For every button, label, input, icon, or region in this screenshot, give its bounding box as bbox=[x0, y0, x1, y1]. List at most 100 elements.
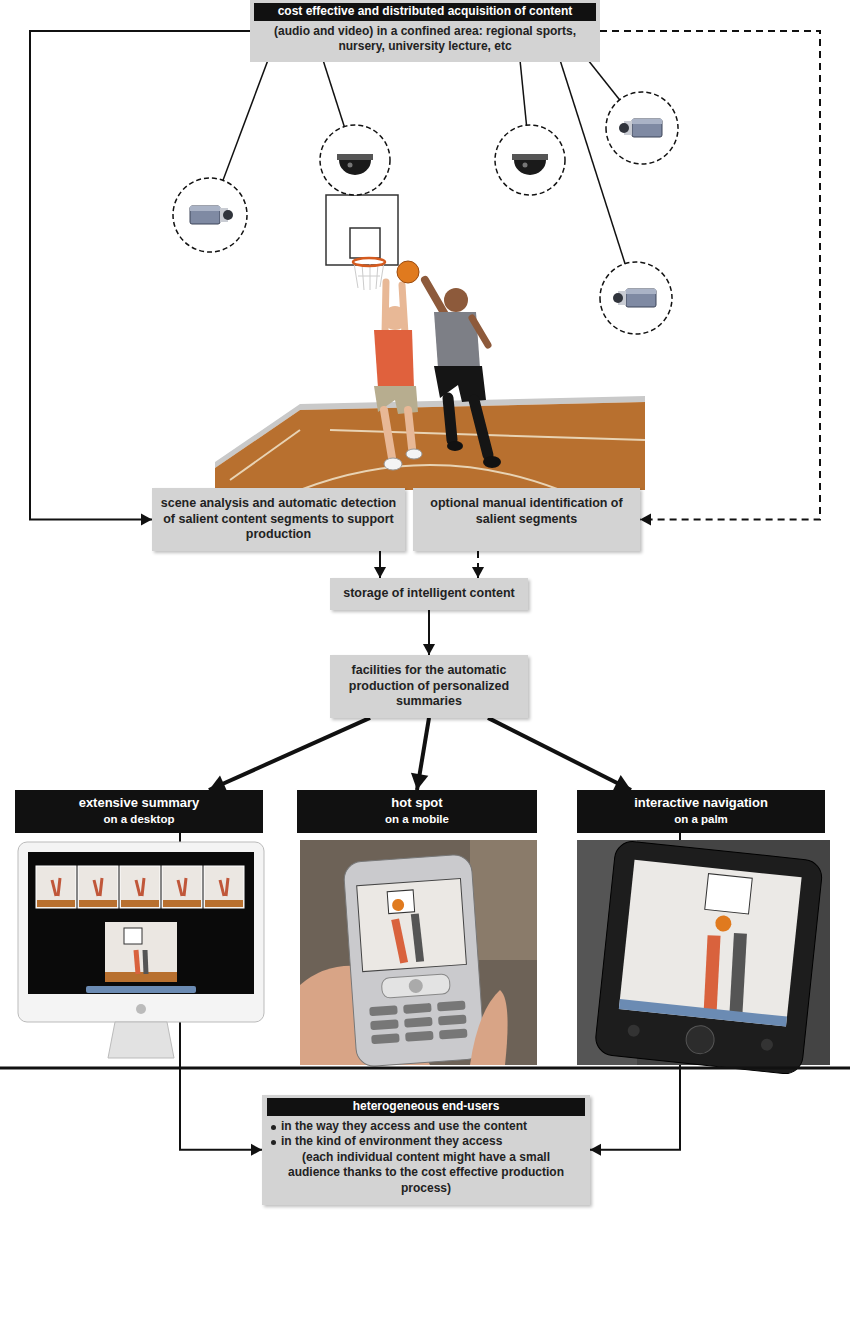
basketball-court bbox=[215, 402, 645, 490]
palm-picture bbox=[705, 874, 753, 914]
mobile-picture bbox=[387, 890, 414, 914]
camera-icon bbox=[626, 289, 656, 294]
camera-icon bbox=[223, 210, 233, 220]
palm-picture bbox=[594, 840, 823, 1076]
connector-arrow bbox=[488, 718, 631, 791]
player-figure bbox=[472, 318, 488, 345]
palm-picture bbox=[732, 933, 745, 1015]
camera-icon bbox=[606, 92, 678, 164]
player-figure bbox=[383, 306, 407, 330]
process-box: scene analysis and automatic detection o… bbox=[152, 488, 405, 551]
output-band: interactive navigationon a palm bbox=[577, 790, 825, 833]
band-subtitle: on a desktop bbox=[19, 812, 259, 827]
process-box: facilities for the automatic production … bbox=[330, 655, 528, 718]
process-box: storage of intelligent content bbox=[330, 578, 528, 610]
mobile-picture bbox=[470, 990, 508, 1065]
camera-icon bbox=[600, 262, 672, 334]
mobile-picture bbox=[371, 1033, 400, 1044]
box-note: (each individual content might have a sm… bbox=[267, 1150, 585, 1197]
mobile-picture bbox=[357, 879, 467, 972]
box-heading: heterogeneous end-users bbox=[267, 1098, 585, 1116]
mobile-picture bbox=[300, 840, 537, 1067]
band-title: hot spot bbox=[301, 795, 533, 812]
palm-picture bbox=[619, 999, 787, 1027]
camera-icon bbox=[600, 262, 672, 334]
camera-icon bbox=[606, 92, 678, 164]
camera-icon bbox=[495, 125, 565, 195]
connector-arrow bbox=[374, 551, 386, 578]
divider-line bbox=[0, 1067, 850, 1070]
mobile-picture bbox=[403, 1003, 432, 1014]
connector-arrow bbox=[472, 551, 484, 578]
desktop-picture bbox=[18, 842, 264, 1022]
mobile-picture bbox=[392, 899, 405, 912]
camera-icon bbox=[512, 154, 548, 160]
desktop-picture bbox=[124, 928, 142, 944]
desktop-picture bbox=[37, 900, 243, 907]
mobile-picture bbox=[439, 1028, 468, 1039]
mobile-picture bbox=[370, 1019, 399, 1030]
band-title: interactive navigation bbox=[581, 795, 821, 812]
box-heading: cost effective and distributed acquisiti… bbox=[254, 3, 596, 21]
desktop-picture bbox=[105, 922, 177, 982]
player-figure bbox=[474, 400, 488, 455]
band-subtitle: on a mobile bbox=[301, 812, 533, 827]
player-figure bbox=[444, 288, 468, 312]
palm-picture bbox=[760, 1038, 773, 1051]
palm-picture bbox=[715, 915, 733, 933]
player-figure bbox=[384, 458, 402, 470]
desktop-picture bbox=[108, 1022, 174, 1058]
camera-icon bbox=[320, 125, 390, 195]
player-figure bbox=[374, 261, 422, 470]
camera-icon bbox=[523, 163, 528, 168]
palm-picture bbox=[619, 860, 802, 1027]
camera-icon bbox=[337, 154, 373, 160]
mobile-picture bbox=[408, 978, 423, 993]
palm-picture bbox=[627, 1024, 640, 1037]
arrow-head bbox=[423, 644, 435, 655]
desktop-picture bbox=[86, 986, 196, 993]
arrow-head bbox=[141, 513, 152, 525]
camera-icon bbox=[632, 119, 662, 137]
palm-picture bbox=[685, 1024, 716, 1055]
connector-arrow bbox=[30, 31, 250, 526]
box-label: scene analysis and automatic detection o… bbox=[160, 496, 397, 543]
desktop-picture bbox=[18, 842, 264, 1058]
mobile-picture bbox=[405, 1031, 434, 1042]
connector-line bbox=[209, 718, 370, 790]
player-figure bbox=[406, 449, 422, 459]
box-label: facilities for the automatic production … bbox=[338, 663, 520, 710]
player-figure bbox=[408, 410, 412, 448]
arrow-head bbox=[613, 775, 631, 791]
player-figure bbox=[384, 410, 392, 458]
backboard bbox=[350, 228, 380, 258]
mobile-picture bbox=[415, 914, 420, 962]
camera-icon bbox=[495, 125, 565, 195]
camera-icon bbox=[320, 125, 390, 195]
camera-icon bbox=[619, 123, 629, 133]
arrow-head bbox=[251, 1144, 262, 1156]
player-figure bbox=[448, 398, 452, 440]
camera-icon bbox=[514, 160, 546, 175]
backboard bbox=[353, 258, 385, 266]
basketball-court bbox=[230, 430, 300, 480]
desktop-picture bbox=[145, 950, 146, 974]
connector-line bbox=[30, 31, 250, 520]
palm-picture bbox=[594, 840, 823, 1076]
camera-wire bbox=[210, 60, 642, 298]
desktop-picture bbox=[136, 950, 138, 974]
player-figure bbox=[397, 261, 419, 283]
desktop-picture bbox=[105, 972, 177, 982]
camera-icon bbox=[348, 163, 353, 168]
bullet-item: in the way they access and use the conte… bbox=[267, 1119, 585, 1135]
mobile-picture bbox=[437, 1001, 466, 1012]
camera-icon bbox=[339, 160, 371, 175]
desktop-picture bbox=[52, 878, 228, 896]
palm-picture bbox=[577, 840, 830, 1076]
camera-icon bbox=[613, 293, 623, 303]
output-band: extensive summaryon a desktop bbox=[15, 790, 263, 833]
camera-icon bbox=[626, 289, 656, 307]
mobile-picture bbox=[470, 840, 537, 960]
backboard bbox=[326, 195, 398, 290]
